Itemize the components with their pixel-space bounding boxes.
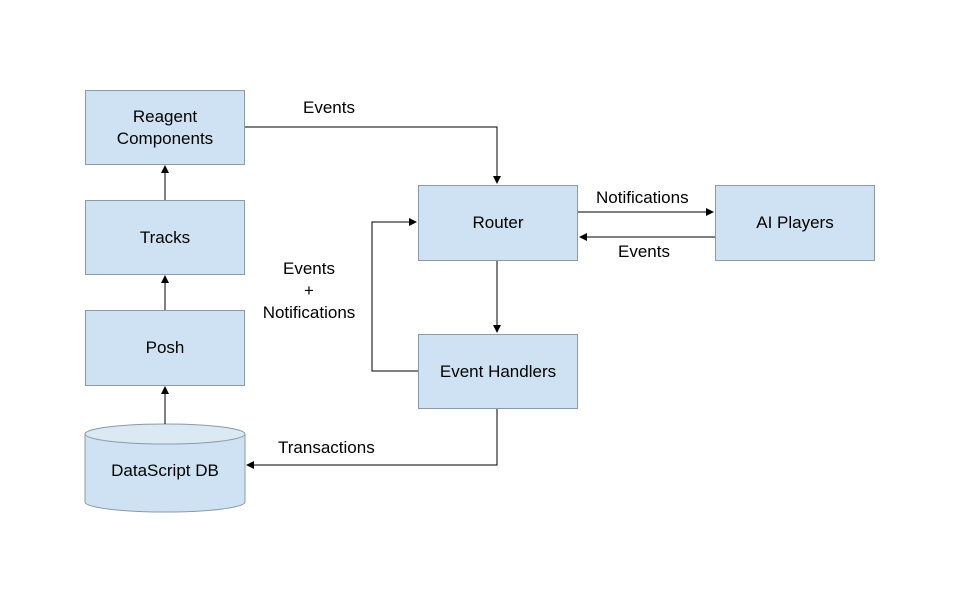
tracks-label: Tracks <box>139 227 191 247</box>
tracks-box: Tracks <box>85 200 245 275</box>
edge-label-events-ai-router: Events <box>618 242 670 261</box>
arrow-handlers-to-router <box>371 218 418 372</box>
reagent-components-label-line2: Components <box>116 128 214 148</box>
arrow-reagent-to-router <box>245 126 501 184</box>
reagent-components-label-line1: Reagent <box>132 106 198 126</box>
edge-label-events-reagent: Events <box>303 98 355 117</box>
arrow-handlers-to-db <box>246 409 498 469</box>
loop-label-line1: Events <box>283 259 335 278</box>
loop-label-line2: + <box>304 281 314 300</box>
event-handlers-label: Event Handlers <box>439 361 557 381</box>
router-label: Router <box>472 213 524 232</box>
edge-label-events-notifications-loop: Events + Notifications <box>250 258 368 324</box>
ai-players-label: AI Players <box>756 213 834 232</box>
posh-label: Posh <box>145 338 185 357</box>
router-box: Router <box>418 185 578 261</box>
edge-label-transactions: Transactions <box>278 438 375 457</box>
datascript-db-label: DataScript DB <box>111 461 219 480</box>
posh-box: Posh <box>85 310 245 386</box>
ai-players-box: AI Players <box>715 185 875 261</box>
loop-label-line3: Notifications <box>262 303 356 322</box>
event-handlers-box: Event Handlers <box>418 334 578 409</box>
edge-label-notifications-router-ai: Notifications <box>596 188 689 207</box>
reagent-components-box: Reagent Components <box>85 90 245 165</box>
